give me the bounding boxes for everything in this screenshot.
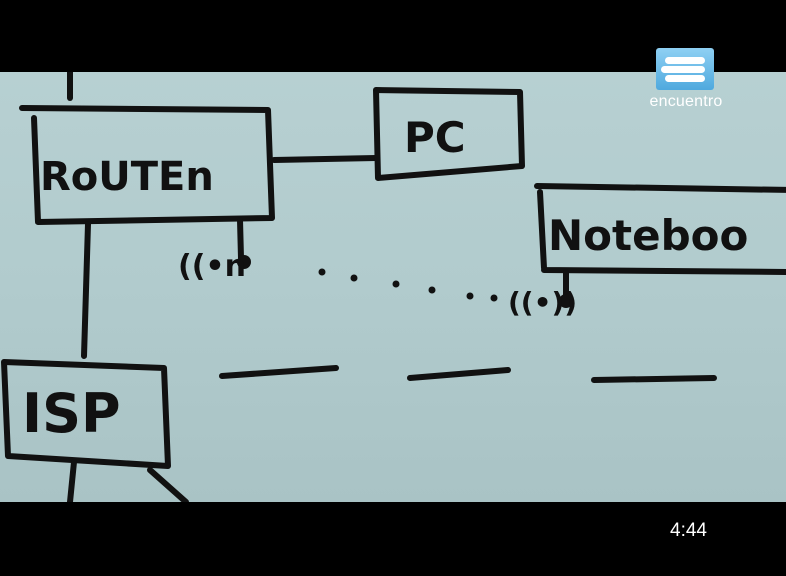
router-antenna-dot: [237, 255, 251, 269]
pc-box: [373, 87, 525, 181]
router-label: RoUTEn: [40, 154, 214, 200]
logo-stripe: [661, 66, 705, 73]
channel-logo-text: encuentro: [649, 93, 723, 110]
wireless-dot: [466, 292, 474, 300]
logo-stripe: [665, 57, 705, 64]
network-diagram: RoUTEn PC Noteboo ISP ((•n ((•)): [1, 72, 786, 502]
router-isp-line: [81, 221, 91, 359]
isp-box: [1, 359, 171, 469]
channel-logo-icon: [656, 48, 714, 90]
notebook-antenna-dot: [559, 294, 573, 308]
wireless-dot: [318, 268, 326, 276]
router-box: [19, 105, 275, 225]
dash-2: [407, 367, 511, 381]
isp-lower-line-right: [147, 467, 189, 502]
notebook-wifi-symbol: ((•)): [508, 286, 577, 319]
wireless-dot: [428, 286, 436, 294]
dash-1: [219, 365, 339, 379]
wireless-dot: [392, 280, 400, 288]
isp-lower-line-left: [67, 459, 77, 502]
pc-label: PC: [404, 113, 466, 162]
video-timestamp: 4:44: [670, 520, 707, 541]
whiteboard-image: RoUTEn PC Noteboo ISP ((•n ((•)): [0, 72, 786, 502]
notebook-box: [534, 183, 786, 275]
logo-stripe: [665, 75, 705, 82]
isp-label: ISP: [22, 382, 121, 445]
channel-logo: encuentro: [642, 48, 730, 112]
wireless-dot: [490, 294, 498, 302]
wireless-dot: [350, 274, 358, 282]
router-antenna-line: [237, 217, 244, 261]
router-pc-line: [271, 155, 379, 163]
notebook-label: Noteboo: [548, 211, 748, 260]
wireless-dots: [237, 255, 573, 308]
dash-3: [591, 375, 717, 383]
router-wifi-symbol: ((•n: [178, 249, 246, 284]
